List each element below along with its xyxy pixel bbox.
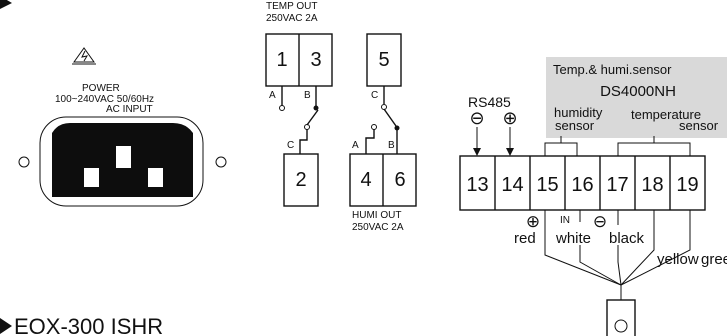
iec-pin-ground: [116, 146, 131, 168]
temperature-bracket: [617, 142, 691, 156]
wire-plus-icon: ⊕: [526, 212, 540, 231]
power-label: POWER: [82, 83, 120, 94]
mount-hole-left: [18, 156, 30, 168]
iec-pin-right: [148, 168, 163, 187]
temp-out-title: TEMP OUT: [266, 1, 317, 12]
wire-labels: ⊕ IN ⊖ red white black yellow green: [514, 212, 727, 268]
probe-hole: [614, 319, 628, 333]
iec-pin-left: [84, 168, 99, 187]
rs485-label: RS485: [468, 94, 511, 110]
humi-out-title: HUMI OUT: [352, 210, 401, 221]
wire-color-white: white: [555, 230, 591, 247]
rs485-plus-icon: ⊕: [502, 108, 517, 128]
temp-contact-c: C: [287, 140, 294, 151]
terminal-15: 15: [536, 174, 558, 196]
sensor-panel: Temp.& humi.sensor DS4000NH humidity sen…: [546, 57, 727, 138]
sensor-title: Temp.& humi.sensor: [553, 62, 672, 77]
temp-out-section: TEMP OUT 250VAC 2A 1 3 A B C 2: [265, 1, 333, 207]
humi-contact-c: C: [371, 90, 378, 101]
rs485-minus-arrow-icon: [473, 148, 481, 156]
arrow-marker-icon: [0, 0, 12, 9]
wire-in-label: IN: [560, 215, 570, 226]
terminal-18: 18: [641, 174, 663, 196]
terminal-strip: 13 14 15 16 17 18 19: [459, 155, 706, 211]
terminal-14: 14: [501, 174, 523, 196]
mount-hole-right: [215, 156, 227, 168]
lightning-icon: [81, 50, 89, 62]
temp-out-common-block: [283, 153, 319, 207]
humidity-label-1: humidity: [554, 105, 603, 120]
temp-contact-b: B: [304, 90, 311, 101]
rs485-plus-arrow-icon: [506, 148, 514, 156]
humi-out-rating: 250VAC 2A: [352, 222, 404, 233]
temperature-label-1: temperature: [631, 107, 701, 122]
sensor-probe: [606, 299, 636, 336]
humi-contact-a: A: [352, 140, 359, 151]
model-title: EOX-300 ISHR: [14, 314, 163, 336]
title-arrow-icon: [0, 318, 12, 334]
terminal-5: 5: [378, 49, 389, 71]
terminal-6: 6: [394, 169, 405, 191]
humi-out-section: 5 C A B 4 6 HUMI OUT 250VAC 2A: [349, 33, 417, 233]
power-voltage-label: 100~240VAC 50/60Hz: [55, 94, 154, 105]
terminal-strip-frame: [459, 155, 706, 211]
terminal-2: 2: [295, 169, 306, 191]
temp-out-rating: 250VAC 2A: [266, 13, 318, 24]
terminal-17: 17: [606, 174, 628, 196]
ac-input-label: AC INPUT: [106, 104, 153, 115]
temp-contact-a: A: [269, 90, 276, 101]
wire-color-red: red: [514, 230, 536, 247]
terminal-16: 16: [571, 174, 593, 196]
rs485-minus-icon: ⊖: [469, 108, 484, 128]
warning-triangle-icon: [73, 47, 95, 63]
humidity-label-2: sensor: [555, 118, 595, 133]
wire-color-green: green: [701, 251, 727, 268]
terminal-4: 4: [360, 169, 371, 191]
iec-socket-outer: [39, 116, 204, 207]
wire-color-yellow: yellow: [657, 251, 699, 268]
wire-color-black: black: [609, 230, 645, 247]
humi-contact-b: B: [388, 140, 395, 151]
humidity-bracket: [544, 142, 578, 156]
terminal-13: 13: [466, 174, 488, 196]
sensor-cable: [544, 210, 691, 336]
temperature-label-2: sensor: [679, 118, 719, 133]
terminal-1: 1: [276, 49, 287, 71]
terminal-19: 19: [676, 174, 698, 196]
rs485-section: RS485 ⊖ ⊕: [468, 94, 518, 156]
sensor-panel-bg: [546, 57, 727, 138]
power-section: POWER 100~240VAC 50/60Hz AC INPUT: [18, 47, 227, 207]
sensor-model: DS4000NH: [600, 83, 676, 100]
wire-minus-icon: ⊖: [593, 212, 607, 231]
terminal-3: 3: [310, 49, 321, 71]
